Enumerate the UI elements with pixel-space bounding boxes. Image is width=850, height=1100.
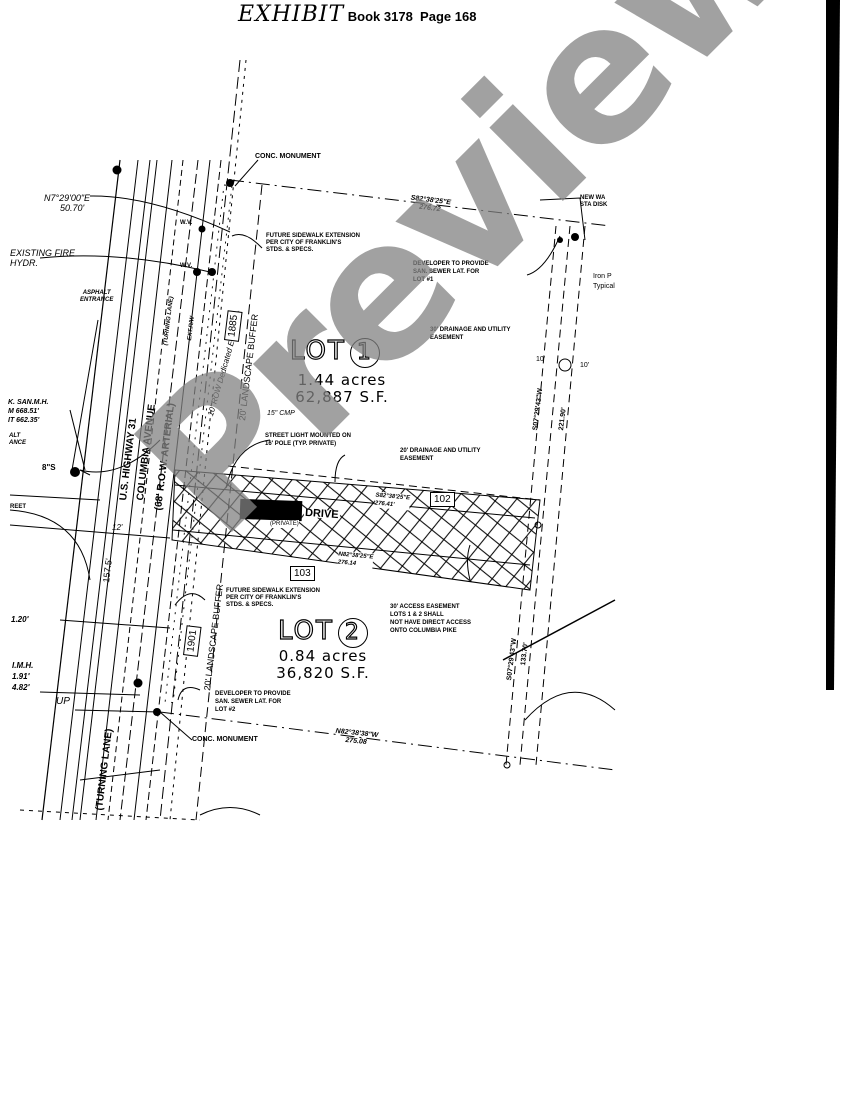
address-box-103: 103 bbox=[290, 566, 315, 581]
redacted-street-name bbox=[239, 498, 303, 522]
drainage-easement-2-line1: 20' DRAINAGE AND UTILITY bbox=[400, 448, 481, 454]
fire-hydrant-line1: EXISTING FIRE bbox=[10, 248, 76, 258]
mh2-line1: I.M.H. bbox=[12, 661, 34, 670]
ten-ft-right-label: 10' bbox=[580, 362, 590, 369]
ten-ft-left-label: 10' bbox=[536, 356, 546, 363]
mid-bearing-2-label: N82°38'25"E 276.14 bbox=[337, 550, 374, 570]
access-easement-line2: LOTS 1 & 2 SHALL bbox=[390, 612, 444, 618]
developer-lot1-label: DEVELOPER TO PROVIDE SAN. SEWER LAT. FOR… bbox=[413, 260, 489, 284]
water-valve-2-label: W.V. bbox=[180, 263, 193, 269]
lot-1-acres: 1.44 acres bbox=[297, 371, 387, 389]
asphalt-entrance-label: ASPHALT ENTRANCE bbox=[80, 290, 113, 304]
mh2-line2: 1.91' bbox=[12, 672, 30, 681]
mh2-line3: 4.82' bbox=[12, 683, 30, 692]
new-wa-line1: NEW WA bbox=[580, 195, 606, 201]
iron-pin-line2: Typical bbox=[593, 283, 615, 290]
developer-lot2-line2: SAN. SEWER LAT. FOR bbox=[215, 699, 282, 705]
lot-2-area: 0.84 acres 36,820 S.F. bbox=[268, 648, 378, 682]
distance-157-label: 157.5' bbox=[101, 557, 114, 584]
future-sidewalk-2-line2: PER CITY OF FRANKLIN'S bbox=[226, 595, 302, 601]
width-12-label: 12' bbox=[112, 523, 123, 532]
access-easement-label: 30' ACCESS EASEMENT LOTS 1 & 2 SHALL NOT… bbox=[390, 603, 471, 635]
page-number: Page 168 bbox=[420, 9, 477, 24]
future-sidewalk-2-label: FUTURE SIDEWALK EXTENSION PER CITY OF FR… bbox=[226, 588, 320, 609]
access-easement-line4: ONTO COLUMBIA PIKE bbox=[390, 628, 457, 634]
bearing-north: N7°29'00"E bbox=[44, 193, 91, 203]
conc-monument-top-label: CONC. MONUMENT bbox=[255, 153, 321, 160]
access-easement-line3: NOT HAVE DIRECT ACCESS bbox=[390, 620, 472, 626]
conc-monument-bottom-label: CONC. MONUMENT bbox=[192, 736, 258, 743]
eight-inch-sewer-label: 8"S bbox=[42, 463, 56, 472]
address-box-102: 102 bbox=[430, 492, 455, 507]
san-mh-line3: IT 662.35' bbox=[8, 417, 40, 424]
developer-lot1-line3: LOT #1 bbox=[413, 277, 434, 283]
drainage-easement-2-label: 20' DRAINAGE AND UTILITY EASEMENT bbox=[400, 447, 481, 463]
water-valve-1-label: W.V. bbox=[180, 220, 193, 226]
future-sidewalk-1-line3: STDS. & SPECS. bbox=[266, 247, 314, 253]
developer-lot1-line2: SAN. SEWER LAT. FOR bbox=[413, 269, 480, 275]
street-light-line1: STREET LIGHT MOUNTED ON bbox=[265, 433, 351, 439]
asphalt-line1: ASPHALT bbox=[82, 290, 111, 296]
fire-hydrant-line2: HYDR. bbox=[10, 258, 39, 268]
future-sidewalk-1-line2: PER CITY OF FRANKLIN'S bbox=[266, 240, 342, 246]
lot-1-area: 1.44 acres 62,887 S.F. bbox=[292, 372, 392, 406]
san-mh-line1: K. SAN.M.H. bbox=[8, 399, 49, 406]
future-sidewalk-2-line1: FUTURE SIDEWALK EXTENSION bbox=[226, 588, 321, 594]
manhole-2-label: I.M.H. 1.91' 4.82' bbox=[12, 660, 33, 693]
distance-north: 50.70' bbox=[60, 203, 85, 213]
developer-lot2-line1: DEVELOPER TO PROVIDE bbox=[215, 691, 291, 697]
document-header: EXHIBIT Book 3178 Page 168 bbox=[238, 2, 476, 27]
lot-1-square-feet: 62,887 S.F. bbox=[295, 388, 389, 406]
lot-2-number: 2 bbox=[337, 618, 368, 648]
lot-2-title-text: LOT bbox=[277, 615, 334, 646]
san-mh-line2: M 668.51' bbox=[8, 408, 39, 415]
lot-1-number: 1 bbox=[349, 338, 380, 368]
developer-lot2-label: DEVELOPER TO PROVIDE SAN. SEWER LAT. FOR… bbox=[215, 690, 291, 714]
developer-lot2-line3: LOT #2 bbox=[215, 707, 236, 713]
new-wa-sta-label: NEW WA STA DISK bbox=[580, 195, 607, 209]
drive-private-label: (PRIVATE) bbox=[270, 520, 299, 528]
alt-line2: ANCE bbox=[9, 440, 27, 446]
lot-1-title-text: LOT bbox=[289, 335, 346, 366]
drainage-easement-1-line2: EASEMENT bbox=[430, 335, 464, 341]
drive-name-label: DRIVE bbox=[303, 506, 340, 522]
bearing-north-label: N7°29'00"E 50.70' bbox=[44, 193, 90, 213]
handwritten-exhibit-label: EXHIBIT bbox=[238, 2, 345, 27]
street-light-label: STREET LIGHT MOUNTED ON 16' POLE (TYP. P… bbox=[265, 432, 351, 448]
utility-pole-label: UP bbox=[56, 696, 70, 707]
book-number: Book 3178 bbox=[347, 9, 413, 24]
mid-bearing-1-label: S82°38'25"E 276.41' bbox=[374, 491, 411, 511]
lot-2-square-feet: 36,820 S.F. bbox=[276, 664, 370, 682]
developer-lot1-line1: DEVELOPER TO PROVIDE bbox=[413, 261, 489, 267]
future-sidewalk-2-line3: STDS. & SPECS. bbox=[226, 602, 274, 608]
drainage-easement-2-line2: EASEMENT bbox=[400, 456, 434, 462]
drainage-easement-1-line1: 30' DRAINAGE AND UTILITY bbox=[430, 327, 511, 333]
new-wa-line2: STA DISK bbox=[580, 202, 608, 208]
iron-pin-line1: Iron P bbox=[593, 273, 612, 280]
street-left-label: REET bbox=[10, 504, 27, 510]
asphalt-line2: ENTRANCE bbox=[80, 297, 114, 303]
iron-pin-label: Iron P Typical bbox=[593, 272, 615, 292]
future-sidewalk-1-label: FUTURE SIDEWALK EXTENSION PER CITY OF FR… bbox=[266, 233, 360, 254]
street-light-line2: 16' POLE (TYP. PRIVATE) bbox=[265, 441, 337, 447]
future-sidewalk-1-line1: FUTURE SIDEWALK EXTENSION bbox=[266, 233, 361, 239]
alt-ance-label: ALT ANCE bbox=[9, 433, 26, 447]
drainage-easement-1-label: 30' DRAINAGE AND UTILITY EASEMENT bbox=[430, 326, 511, 342]
cmp-label: 15" CMP bbox=[267, 410, 295, 417]
alt-line1: ALT bbox=[9, 433, 21, 439]
lot-2-acres: 0.84 acres bbox=[278, 647, 368, 665]
fire-hydrant-label: EXISTING FIRE HYDR. bbox=[10, 248, 75, 268]
access-easement-line1: 30' ACCESS EASEMENT bbox=[390, 604, 460, 610]
sanitary-manhole-label: K. SAN.M.H. M 668.51' IT 662.35' bbox=[8, 398, 48, 425]
scan-edge-artifact bbox=[826, 0, 840, 690]
left-distance-label: 1.20' bbox=[11, 615, 29, 624]
